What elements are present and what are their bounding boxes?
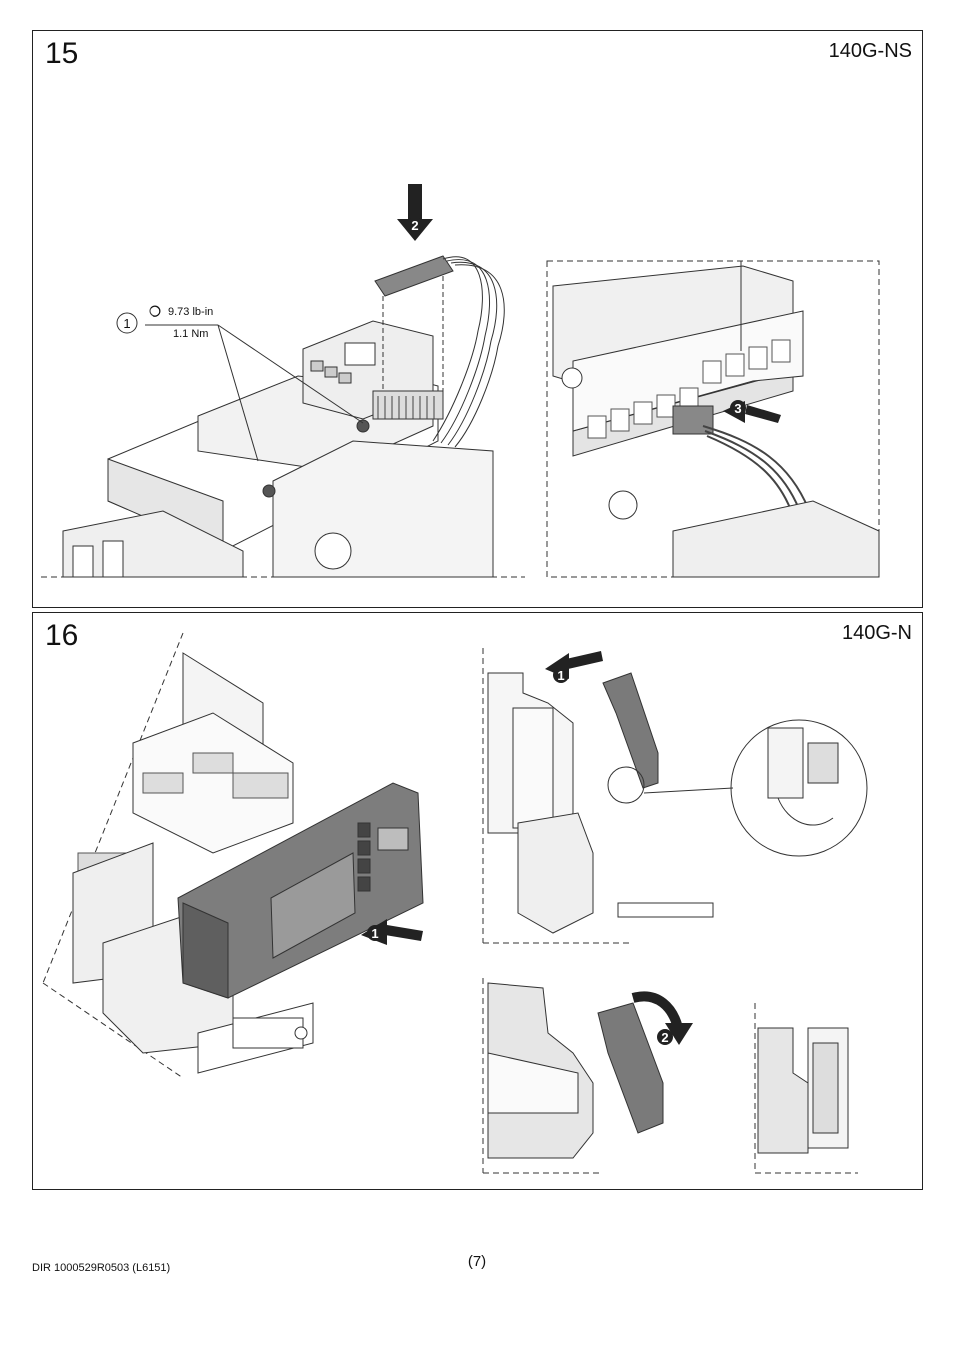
slide-arrow-icon: 1: [545, 651, 603, 683]
step-badge: 2: [661, 1030, 668, 1045]
step-badge: 2: [411, 218, 418, 233]
push-arrow-icon: 1: [361, 919, 423, 945]
torque-imperial: 9.73 lb-in: [168, 306, 214, 318]
rotate-arrow-icon: 2: [631, 991, 693, 1045]
step-badge: 1: [557, 668, 564, 683]
step-number: 15: [45, 37, 79, 70]
insert-arrow-icon: 3: [723, 400, 781, 423]
connection-detail-inset: [546, 260, 880, 578]
page-number: (7): [467, 1253, 487, 1270]
callout-number: 1: [123, 316, 130, 331]
step-badge: 1: [371, 926, 378, 941]
step-badge: 3: [734, 401, 741, 416]
step-16-illustration: 1 1: [42, 632, 868, 1174]
upper-detail-drawing: [482, 648, 868, 944]
step-15-illustration: 2 1: [41, 184, 880, 578]
torque-metric: 1.1 Nm: [173, 328, 209, 340]
connector-plug-drawing: [374, 255, 505, 448]
step-number: 16: [45, 619, 79, 652]
down-arrow-icon: 2: [397, 184, 433, 241]
document-code: DIR 1000529R0503 (L6151): [32, 1262, 171, 1274]
step-15-panel: 15 140G-NS: [32, 30, 923, 608]
lower-detail-drawing: [482, 978, 858, 1174]
torque-callout: 1: [116, 305, 364, 462]
trip-unit-installation-drawing: [72, 652, 424, 1074]
model-label: 140G-N: [841, 622, 912, 644]
model-label: 140G-NS: [828, 40, 912, 62]
breaker-assembly-drawing: [62, 320, 494, 578]
step-16-panel: 16 140G-N: [32, 612, 923, 1190]
